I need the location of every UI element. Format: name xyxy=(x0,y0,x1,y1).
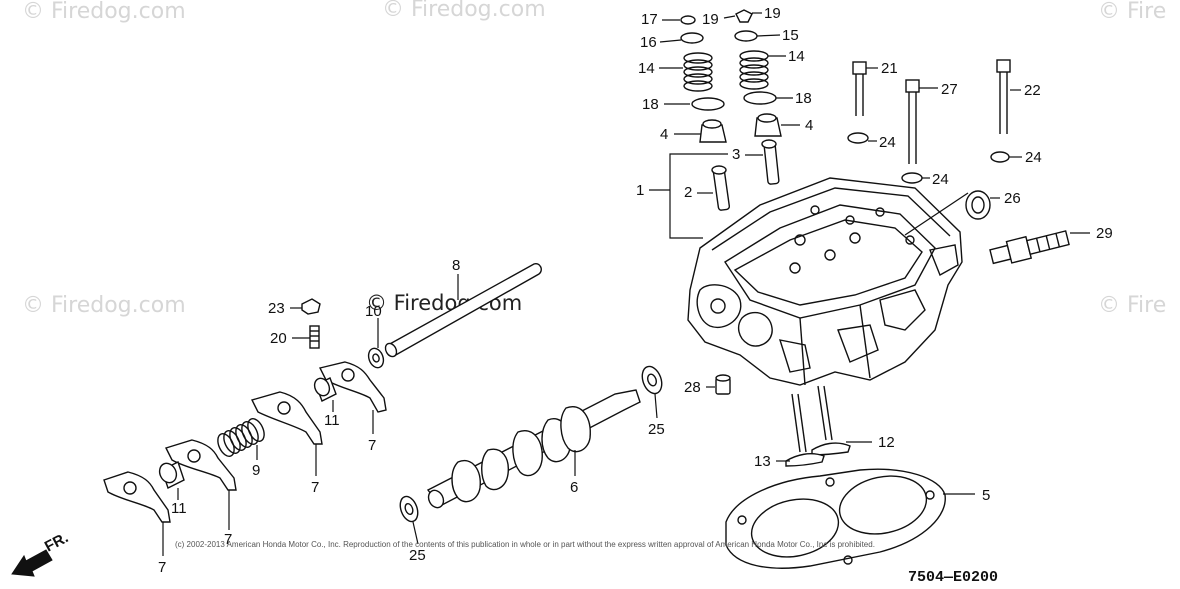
watermark: © Firedog.com xyxy=(22,0,186,24)
rocker-collar[interactable] xyxy=(157,461,185,489)
rocker-collar[interactable] xyxy=(312,376,337,402)
callout-24: 24 xyxy=(879,134,896,151)
callout-5: 5 xyxy=(982,487,990,504)
callout-9: 9 xyxy=(252,462,260,479)
callout-16: 16 xyxy=(640,34,657,51)
adjusting-screw[interactable] xyxy=(309,325,320,349)
callout-14: 14 xyxy=(788,48,805,65)
watermark: © Firedog.com xyxy=(382,0,546,22)
callout-11: 11 xyxy=(324,412,340,429)
exhaust-valve[interactable] xyxy=(811,385,851,456)
callout-24: 24 xyxy=(932,171,949,188)
dowel-pin[interactable] xyxy=(715,374,731,395)
valve-stem-seal-right[interactable] xyxy=(754,113,782,137)
head-bolt-21[interactable] xyxy=(852,61,867,116)
cylinder-head[interactable] xyxy=(687,177,963,386)
head-gasket[interactable] xyxy=(725,468,946,569)
thrust-washer-25[interactable] xyxy=(639,364,665,396)
head-bolt-27[interactable] xyxy=(905,79,920,164)
callout-7: 7 xyxy=(224,531,232,548)
rocker-arm[interactable] xyxy=(318,361,387,413)
callout-21: 21 xyxy=(881,60,898,77)
callout-29: 29 xyxy=(1096,225,1113,242)
callout-4: 4 xyxy=(805,117,813,134)
spring-retainer-right[interactable] xyxy=(734,30,758,42)
adjusting-nut[interactable] xyxy=(301,298,321,315)
copyright-notice: (c) 2002-2013 American Honda Motor Co., … xyxy=(175,540,875,549)
spark-plug[interactable] xyxy=(989,227,1070,267)
valve-cap[interactable] xyxy=(680,15,696,25)
washer-24[interactable] xyxy=(901,172,923,184)
callout-18: 18 xyxy=(642,96,659,113)
front-direction-arrow: FR. xyxy=(11,529,71,577)
callout-24: 24 xyxy=(1025,149,1042,166)
rocker-arm[interactable] xyxy=(103,471,171,523)
callout-17: 17 xyxy=(641,11,658,28)
valve-guide-right[interactable] xyxy=(761,139,780,185)
callout-7: 7 xyxy=(311,479,319,496)
watermark: © Fire xyxy=(1098,0,1166,24)
spring-seat-left[interactable] xyxy=(691,97,725,111)
callout-4: 4 xyxy=(660,126,668,143)
valve-cotter[interactable] xyxy=(735,9,753,23)
callout-19: 19 xyxy=(702,11,719,28)
callout-23: 23 xyxy=(268,300,285,317)
thrust-washer-25[interactable] xyxy=(397,494,421,524)
callout-2: 2 xyxy=(684,184,692,201)
callout-10: 10 xyxy=(365,303,382,320)
callout-11: 11 xyxy=(171,500,187,517)
head-bolt-22[interactable] xyxy=(996,59,1011,134)
valve-stem-seal-left[interactable] xyxy=(699,119,727,143)
rocker-shaft-spring[interactable] xyxy=(215,416,268,459)
valve-spring-left[interactable] xyxy=(683,52,713,92)
rocker-arm-shaft[interactable] xyxy=(383,262,542,359)
callout-15: 15 xyxy=(782,27,799,44)
callout-26: 26 xyxy=(1004,190,1021,207)
callout-25: 25 xyxy=(648,421,665,438)
callout-14: 14 xyxy=(638,60,655,77)
camshaft[interactable] xyxy=(426,389,641,510)
callout-28: 28 xyxy=(684,379,701,396)
watermark: © Firedog.com xyxy=(22,293,186,318)
callout-27: 27 xyxy=(941,81,958,98)
callout-12: 12 xyxy=(878,434,895,451)
oil-seal[interactable] xyxy=(965,190,991,220)
callout-25: 25 xyxy=(409,547,426,564)
spring-retainer-left[interactable] xyxy=(680,32,704,44)
diagram-code: 7504—E0200 xyxy=(908,569,998,586)
callout-7: 7 xyxy=(368,437,376,454)
callout-20: 20 xyxy=(270,330,287,347)
callout-1: 1 xyxy=(636,182,644,199)
callout-19: 19 xyxy=(764,5,781,22)
washer-24[interactable] xyxy=(990,151,1010,163)
rocker-arm[interactable] xyxy=(165,439,237,491)
valve-spring-right[interactable] xyxy=(739,50,769,90)
callout-8: 8 xyxy=(452,257,460,274)
callout-22: 22 xyxy=(1024,82,1041,99)
shaft-washer[interactable] xyxy=(366,346,386,370)
spring-seat-right[interactable] xyxy=(743,91,777,105)
intake-valve[interactable] xyxy=(785,393,825,467)
valve-guide-left[interactable] xyxy=(711,165,731,211)
rocker-arm[interactable] xyxy=(250,391,323,445)
callout-18: 18 xyxy=(795,90,812,107)
washer-24[interactable] xyxy=(847,132,869,144)
callout-3: 3 xyxy=(732,146,740,163)
watermark: © Fire xyxy=(1098,293,1166,318)
callout-6: 6 xyxy=(570,479,578,496)
callout-7: 7 xyxy=(158,559,166,576)
callout-13: 13 xyxy=(754,453,771,470)
